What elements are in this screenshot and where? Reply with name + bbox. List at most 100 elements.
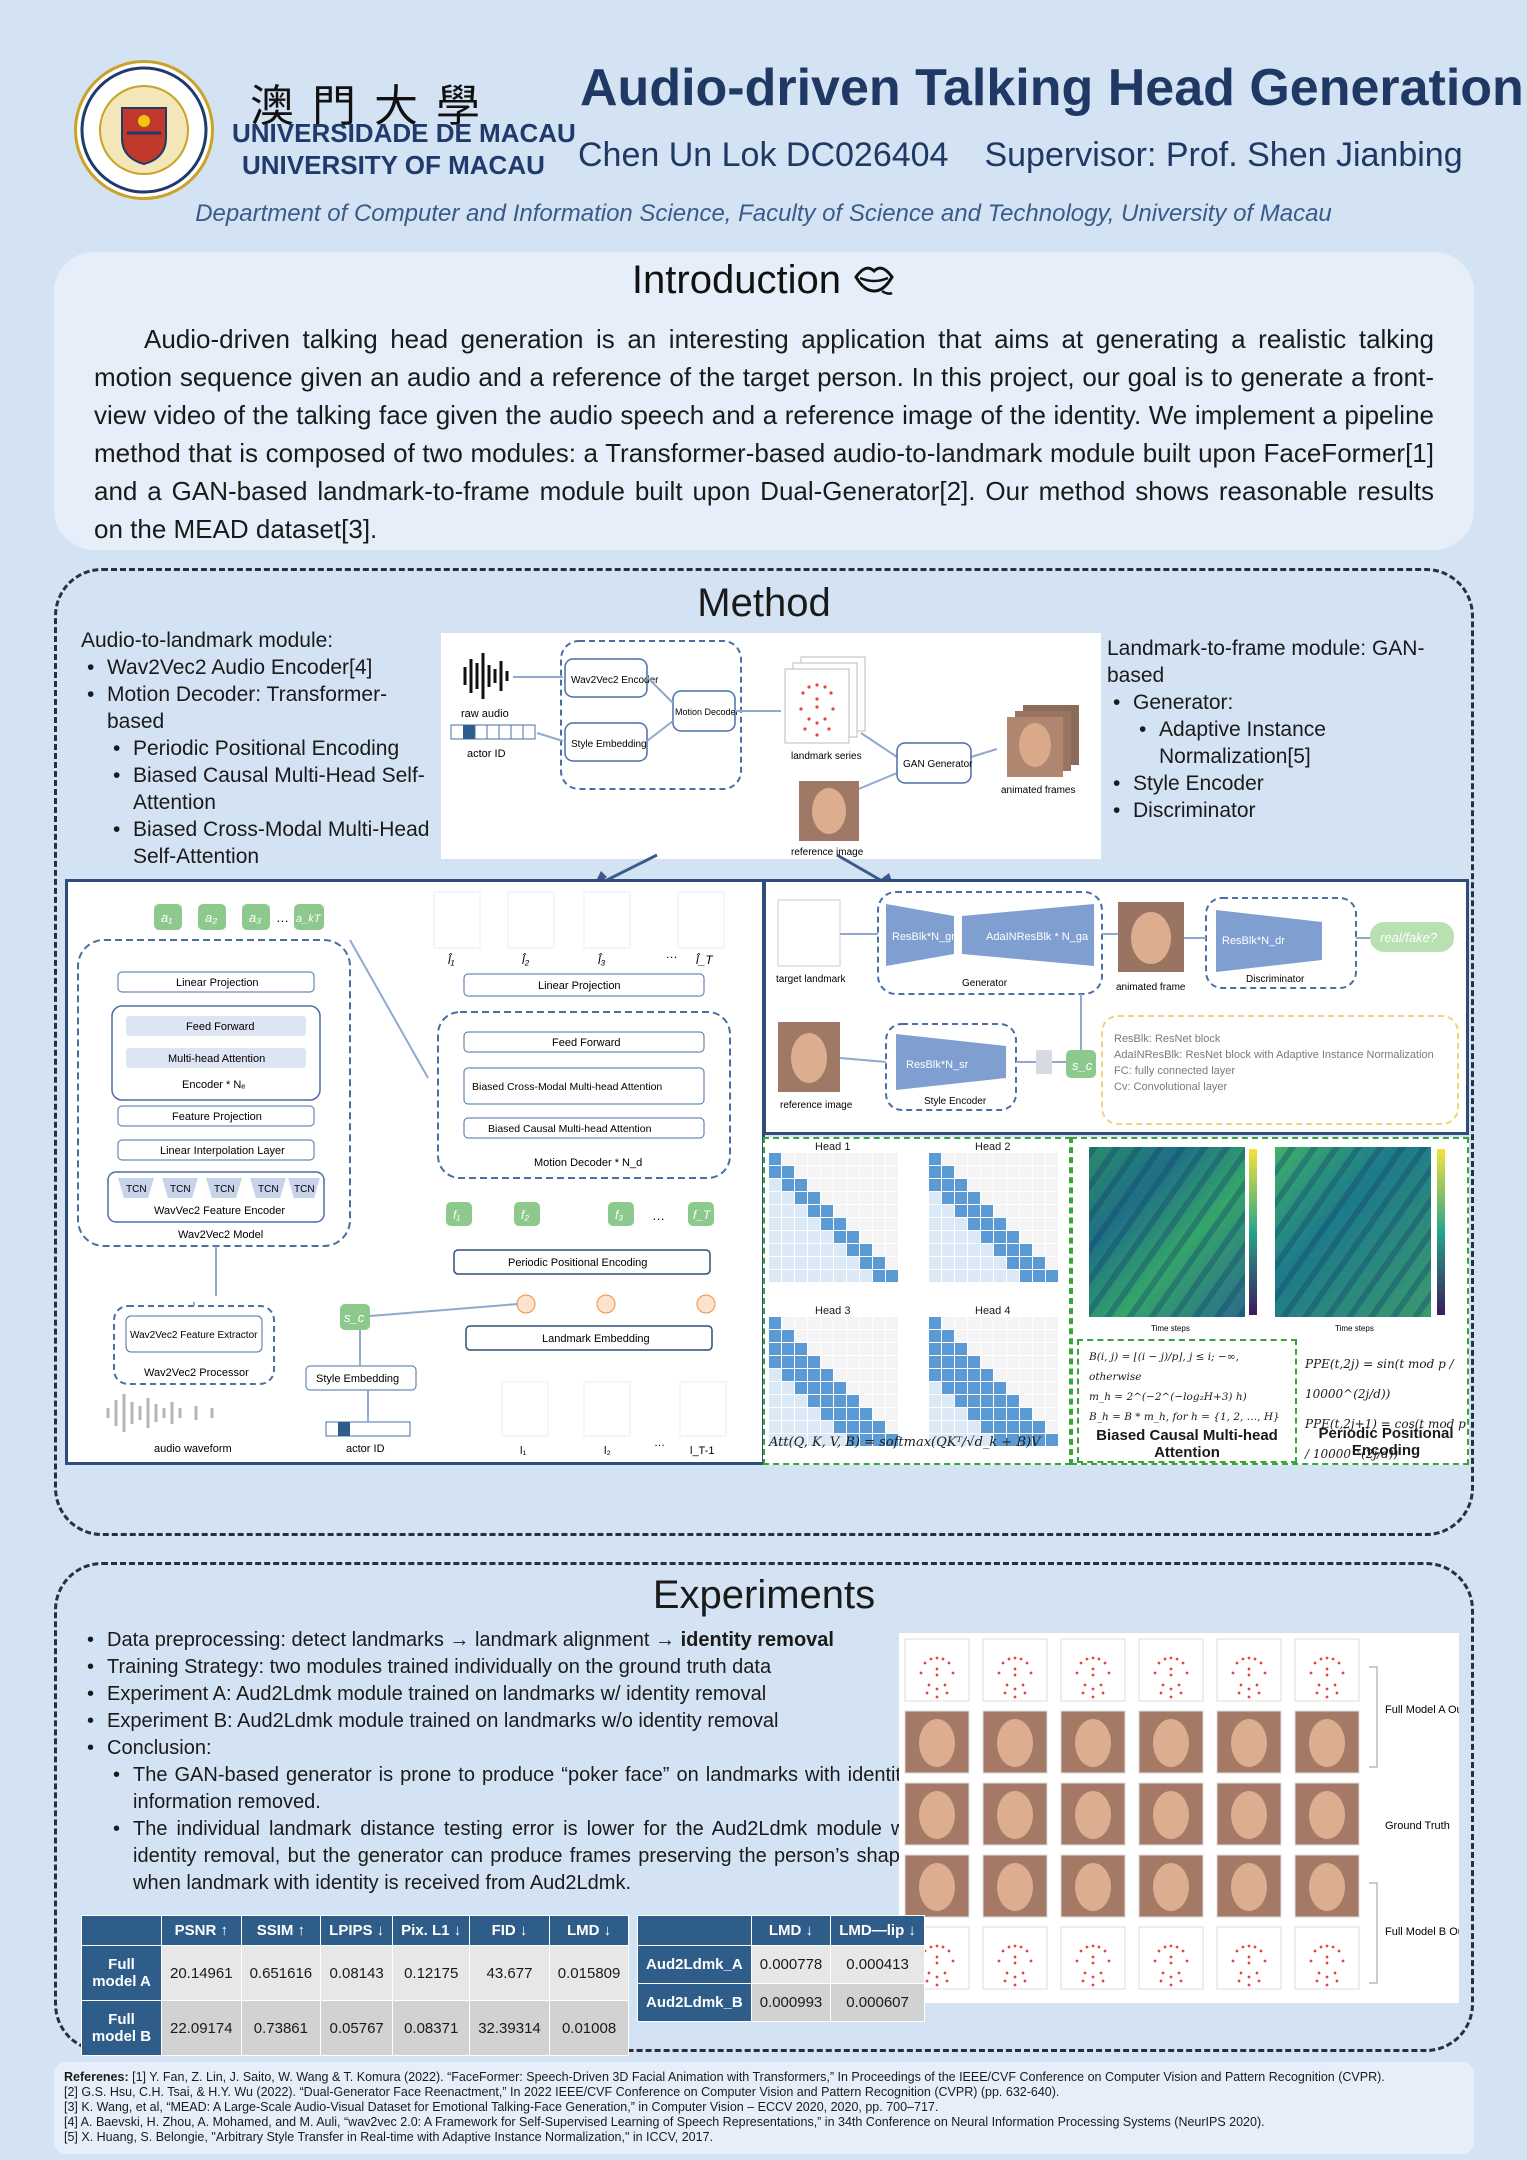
- svg-text:a_kT: a_kT: [296, 913, 322, 925]
- matrix-cell: [994, 1395, 1006, 1407]
- matrix-cell: [808, 1257, 820, 1269]
- matrix-cell: [955, 1330, 967, 1342]
- matrix-cell: [955, 1421, 967, 1433]
- landmark-dot: [1319, 1657, 1323, 1661]
- l2f-heading: Landmark-to-frame module: GAN-based: [1107, 637, 1425, 687]
- matrix-cell: [1020, 1218, 1032, 1230]
- matrix-cell: [808, 1330, 820, 1342]
- matrix-cell: [929, 1153, 941, 1165]
- matrix-cell: [981, 1231, 993, 1243]
- matrix-cell: [1007, 1270, 1019, 1282]
- landmark-to-frame-architecture: target landmark ResBlk*N_gr AdaINResBlk …: [763, 879, 1469, 1135]
- landmark-dot: [1231, 1959, 1235, 1963]
- svg-text:l̂₂: l̂₂: [522, 952, 530, 967]
- matrix-cell: [929, 1179, 941, 1191]
- matrix-cell: [847, 1179, 859, 1191]
- matrix-cell: [955, 1270, 967, 1282]
- matrix-cell: [955, 1205, 967, 1217]
- landmark-dot: [1013, 1944, 1017, 1948]
- svg-text:l_T-1: l_T-1: [690, 1445, 714, 1457]
- matrix-cell: [1046, 1317, 1058, 1329]
- matrix-cell: [873, 1421, 885, 1433]
- matrix-cell: [834, 1270, 846, 1282]
- matrix-cell: [886, 1153, 898, 1165]
- matrix-cell: [968, 1408, 980, 1420]
- matrix-cell: [808, 1192, 820, 1204]
- svg-text:Biased Cross-Modal Multi-head: Biased Cross-Modal Multi-head Attention: [472, 1081, 662, 1093]
- matrix-cell: [886, 1231, 898, 1243]
- matrix-cell: [994, 1205, 1006, 1217]
- landmark-dot: [935, 1695, 939, 1699]
- style-embedding-box: [564, 722, 648, 762]
- landmark-dot: [1239, 1683, 1243, 1687]
- landmark-dot: [1005, 1971, 1009, 1975]
- decoder-output-faces: [433, 891, 725, 949]
- landmark-dot: [935, 1955, 939, 1959]
- landmark-dot: [1103, 1949, 1107, 1953]
- svg-text:…: …: [654, 1437, 665, 1449]
- landmark-dot: [1253, 1945, 1257, 1949]
- matrix-cell: [1007, 1343, 1019, 1355]
- matrix-cell: [769, 1382, 781, 1394]
- matrix-cell: [929, 1408, 941, 1420]
- matrix-cell: [981, 1244, 993, 1256]
- landmark-dot: [1107, 1671, 1111, 1675]
- matrix-cell: [1046, 1369, 1058, 1381]
- matrix-cell: [782, 1270, 794, 1282]
- decoder-input-labels: l₁ l₂ … l_T-1: [520, 1437, 714, 1457]
- landmark-dot: [1247, 1955, 1251, 1959]
- matrix-cell: [994, 1408, 1006, 1420]
- matrix-cell: [1020, 1179, 1032, 1191]
- landmark-dot: [1185, 1671, 1189, 1675]
- matrix-cell: [955, 1356, 967, 1368]
- matrix-cell: [1033, 1270, 1045, 1282]
- landmark-dot: [1091, 1687, 1095, 1691]
- reference-image-label: reference image: [791, 847, 864, 858]
- landmark-dot: [947, 1661, 951, 1665]
- landmark-dot: [1091, 1975, 1095, 1979]
- landmark-dot: [1239, 1971, 1243, 1975]
- reference-3: [3] K. Wang, et al, “MEAD: A Large-Scale…: [64, 2100, 939, 2114]
- matrix-cell: [834, 1408, 846, 1420]
- landmark-dot: [1081, 1691, 1085, 1695]
- landmark-dot: [1333, 1683, 1337, 1687]
- matrix-cell: [873, 1395, 885, 1407]
- matrix-cell: [1007, 1356, 1019, 1368]
- landmark-dot: [1013, 1983, 1017, 1987]
- matrix-cell: [968, 1270, 980, 1282]
- svg-text:TCN: TCN: [294, 1184, 315, 1195]
- list-item: Data preprocessing: detect landmarks → l…: [81, 1627, 911, 1654]
- landmark-dot: [1253, 1657, 1257, 1661]
- matrix-cell: [968, 1343, 980, 1355]
- svg-text:Feed Forward: Feed Forward: [186, 1021, 254, 1033]
- matrix-cell: [873, 1231, 885, 1243]
- motion-decoder-label: Motion Decoder: [675, 707, 739, 717]
- landmark-dot: [1247, 1975, 1251, 1979]
- matrix-cell: [955, 1153, 967, 1165]
- audio-waveform-icon: [106, 1394, 214, 1432]
- svg-text:Wav2Vec2 Feature Extractor: Wav2Vec2 Feature Extractor: [130, 1330, 258, 1341]
- matrix-cell: [1020, 1330, 1032, 1342]
- landmark-dot: [1163, 1657, 1167, 1661]
- model-b-label: Full Model B Outputs: [1385, 1926, 1459, 1938]
- matrix-cell: [873, 1382, 885, 1394]
- reference-image-thumb: [778, 1022, 840, 1092]
- actor-id-label: actor ID: [346, 1443, 385, 1455]
- landmark-dot: [1075, 1671, 1079, 1675]
- matrix-cell: [808, 1166, 820, 1178]
- matrix-cell: [968, 1231, 980, 1243]
- landmark-dot: [1313, 1949, 1317, 1953]
- matrix-cell: [782, 1153, 794, 1165]
- landmark-dot: [1235, 1949, 1239, 1953]
- matrix-cell: [834, 1218, 846, 1230]
- matrix-cell: [769, 1434, 781, 1446]
- landmark-dot: [925, 1691, 929, 1695]
- positional-encoding-heatmaps: Time steps Time steps: [1089, 1147, 1445, 1333]
- matrix-cell: [968, 1166, 980, 1178]
- matrix-cell: [769, 1179, 781, 1191]
- landmark-dot: [1013, 1667, 1017, 1671]
- matrix-cell: [834, 1244, 846, 1256]
- matrix-cell: [847, 1434, 859, 1446]
- pipeline-overview-diagram: raw audio actor ID Wav2Vec2 Encoder Styl…: [441, 633, 1101, 859]
- introduction-heading: Introduction: [631, 258, 841, 302]
